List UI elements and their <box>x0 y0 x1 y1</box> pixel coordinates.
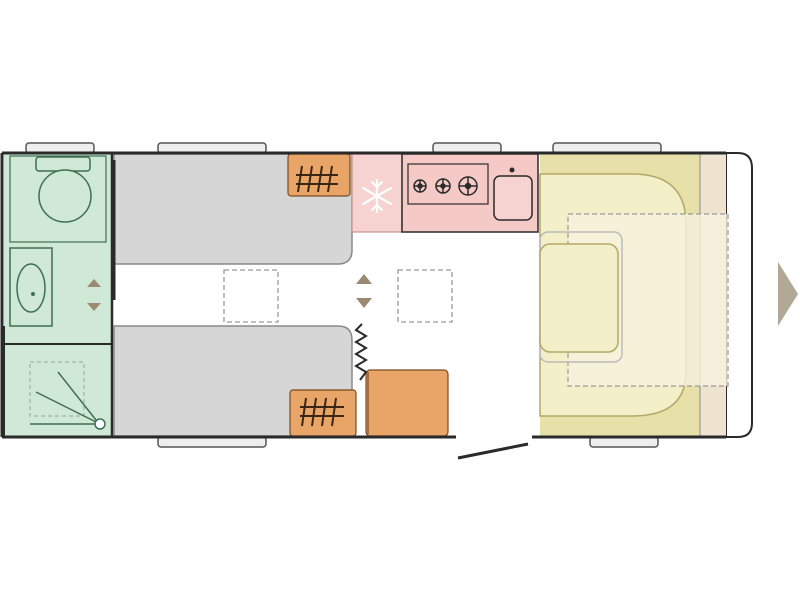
sink-icon <box>493 167 533 221</box>
rear-lounge <box>539 154 729 436</box>
bathroom <box>3 154 114 436</box>
skylight-1 <box>223 269 279 323</box>
gas-burner-icon <box>413 176 478 196</box>
heater-grille-icon <box>300 397 344 427</box>
rear-end <box>725 152 753 438</box>
table-top <box>539 243 619 353</box>
shower-icon <box>29 361 106 430</box>
zigzag-partition <box>354 323 368 381</box>
heater-bottom <box>289 389 357 437</box>
up-down-arrows-icon <box>87 279 101 311</box>
wardrobe <box>365 369 449 437</box>
heater-top <box>287 153 351 197</box>
triangle-right-icon <box>778 262 798 326</box>
entry-door <box>457 442 529 460</box>
sink-icon <box>9 247 53 327</box>
snowflake-icon <box>361 178 393 214</box>
toilet-icon <box>35 156 92 223</box>
outer-walls <box>0 151 726 439</box>
up-down-arrows-icon <box>356 274 372 308</box>
skylight-2 <box>397 269 453 323</box>
heater-grille-icon <box>296 165 338 193</box>
